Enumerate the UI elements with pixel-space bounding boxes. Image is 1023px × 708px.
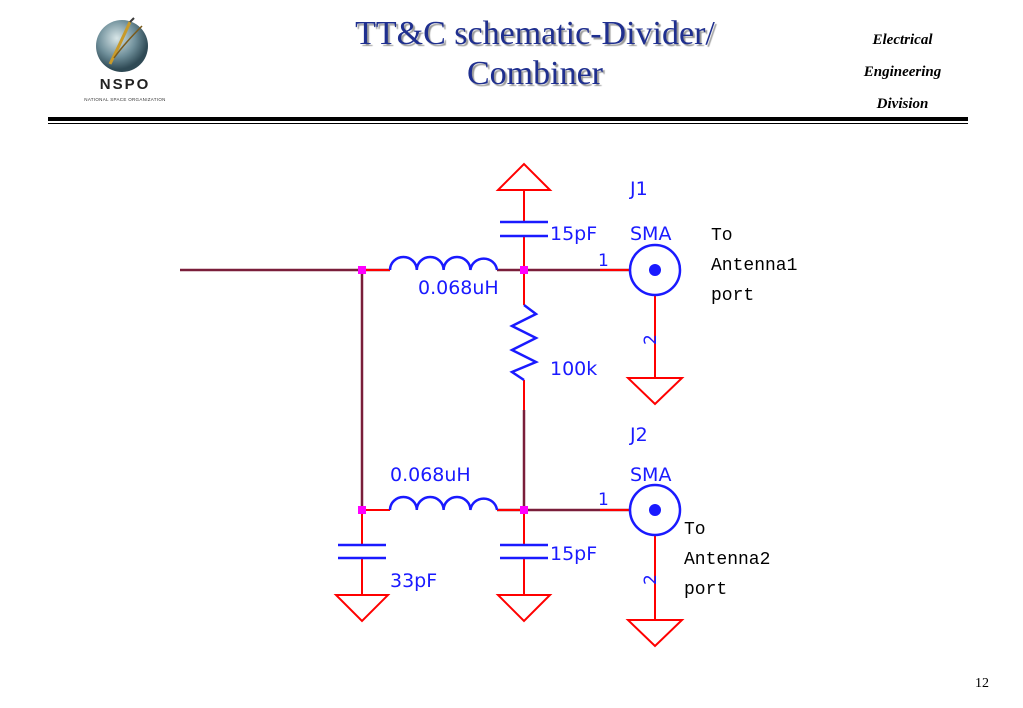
junction-dot [520,266,528,274]
capacitor-15pf-bottom [500,543,548,560]
label-resistor: 100k [550,358,597,380]
logo-subtext: NATIONAL SPACE ORGANIZATION [84,97,166,102]
note-antenna1-line2: Antenna1 [711,256,797,276]
sma-connector-j1 [628,243,682,297]
inductor-bottom [388,495,499,511]
label-j2-pin2: 2 [641,574,661,585]
junction-dot [520,506,528,514]
label-cap-33pf: 33pF [390,570,437,592]
label-j1-pin1: 1 [598,251,609,271]
label-cap-top: 15pF [550,223,597,245]
capacitor-33pf [338,543,386,560]
ground-symbols [333,162,685,648]
label-j1-ref: J1 [629,178,648,200]
inductor-top [388,255,499,271]
label-inductor-bottom: 0.068uH [390,464,471,486]
label-inductor-top: 0.068uH [418,277,499,299]
page-title: TT&C schematic-Divider/ Combiner [300,14,770,94]
header-rule-thin [48,123,968,124]
components [338,220,682,560]
label-j2-ref: J2 [629,424,648,446]
note-antenna1-line1: To [711,226,733,246]
logo-text: NSPO [99,76,151,93]
label-j1-type: SMA [630,223,671,245]
header-rule-thick [48,117,968,121]
division-label: Electrical Engineering Division [835,24,970,120]
title-line-1: TT&C schematic-Divider/ [355,15,715,52]
pin-leads [361,190,656,620]
note-antenna1-line3: port [711,286,754,306]
division-line-2: Engineering [863,64,942,80]
note-antenna2-line2: Antenna2 [684,550,770,570]
junction-dot [358,266,366,274]
ground-symbol-15pf [495,594,553,623]
ground-symbol-top [495,162,553,191]
title-line-2: Combiner [467,55,603,92]
sma-connector-j2 [628,483,682,537]
sma-center-j1 [649,264,661,276]
junction-dot [358,506,366,514]
label-j1-pin2: 2 [641,334,661,345]
ground-symbol-j2 [625,619,685,648]
sma-center-j2 [649,504,661,516]
junctions [358,266,528,514]
ground-symbol-33pf [333,594,391,623]
note-antenna2-line3: port [684,580,727,600]
label-j2-type: SMA [630,464,671,486]
division-line-3: Division [876,96,929,112]
globe-icon [96,17,148,72]
ground-symbol-j1 [625,377,685,406]
label-j2-pin1: 1 [598,490,609,510]
resistor-100k [509,304,540,382]
note-antenna2-line1: To [684,520,706,540]
label-cap-bottom: 15pF [550,543,597,565]
page-number: 12 [975,676,989,691]
division-line-1: Electrical [872,32,933,48]
nspo-logo: NSPO NATIONAL SPACE ORGANIZATION [70,14,180,110]
capacitor-15pf-top [500,220,548,238]
